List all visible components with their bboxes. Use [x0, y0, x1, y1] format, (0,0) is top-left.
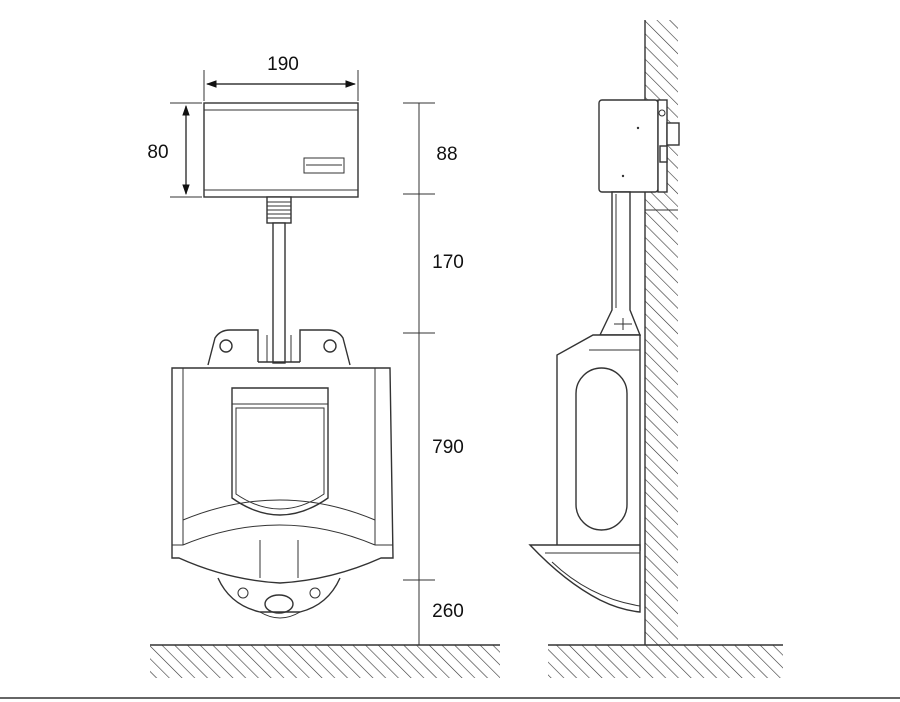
urinal-body-side: [528, 334, 641, 613]
threaded-connector: [266, 196, 292, 224]
bowl-shield: [231, 387, 329, 516]
dim-label-urinal: 790: [432, 437, 464, 458]
dim-label-pipe: 170: [432, 252, 464, 273]
dimension-width: 190: [203, 54, 359, 101]
dimension-chain: 88 170 790 260: [403, 102, 464, 645]
wall-side: [644, 20, 678, 645]
dim-label-floor: 260: [432, 601, 464, 622]
side-outlet: [528, 544, 641, 613]
urinal-body-front: [171, 367, 394, 584]
sensor-window: [303, 157, 345, 174]
front-floor: [150, 644, 500, 678]
mounting-hole-left: [219, 339, 233, 353]
side-view: [528, 20, 783, 678]
dim-label-width: 190: [267, 54, 299, 75]
side-control-box: [598, 99, 680, 193]
urinal-top-flange: [207, 329, 351, 366]
dim-label-box-height: 80: [147, 142, 168, 163]
side-flush-pipe: [598, 191, 642, 336]
mounting-hole-right: [323, 339, 337, 353]
side-bowl-opening: [575, 367, 628, 531]
flush-control-box: [203, 102, 359, 198]
side-floor: [548, 644, 783, 678]
dim-label-top: 88: [436, 144, 457, 165]
flush-pipe: [272, 222, 286, 364]
dimension-box-height: 80: [147, 102, 202, 198]
front-view: 190 80 88 170 790 260: [147, 54, 500, 678]
urinal-outlet-front: [217, 577, 341, 619]
